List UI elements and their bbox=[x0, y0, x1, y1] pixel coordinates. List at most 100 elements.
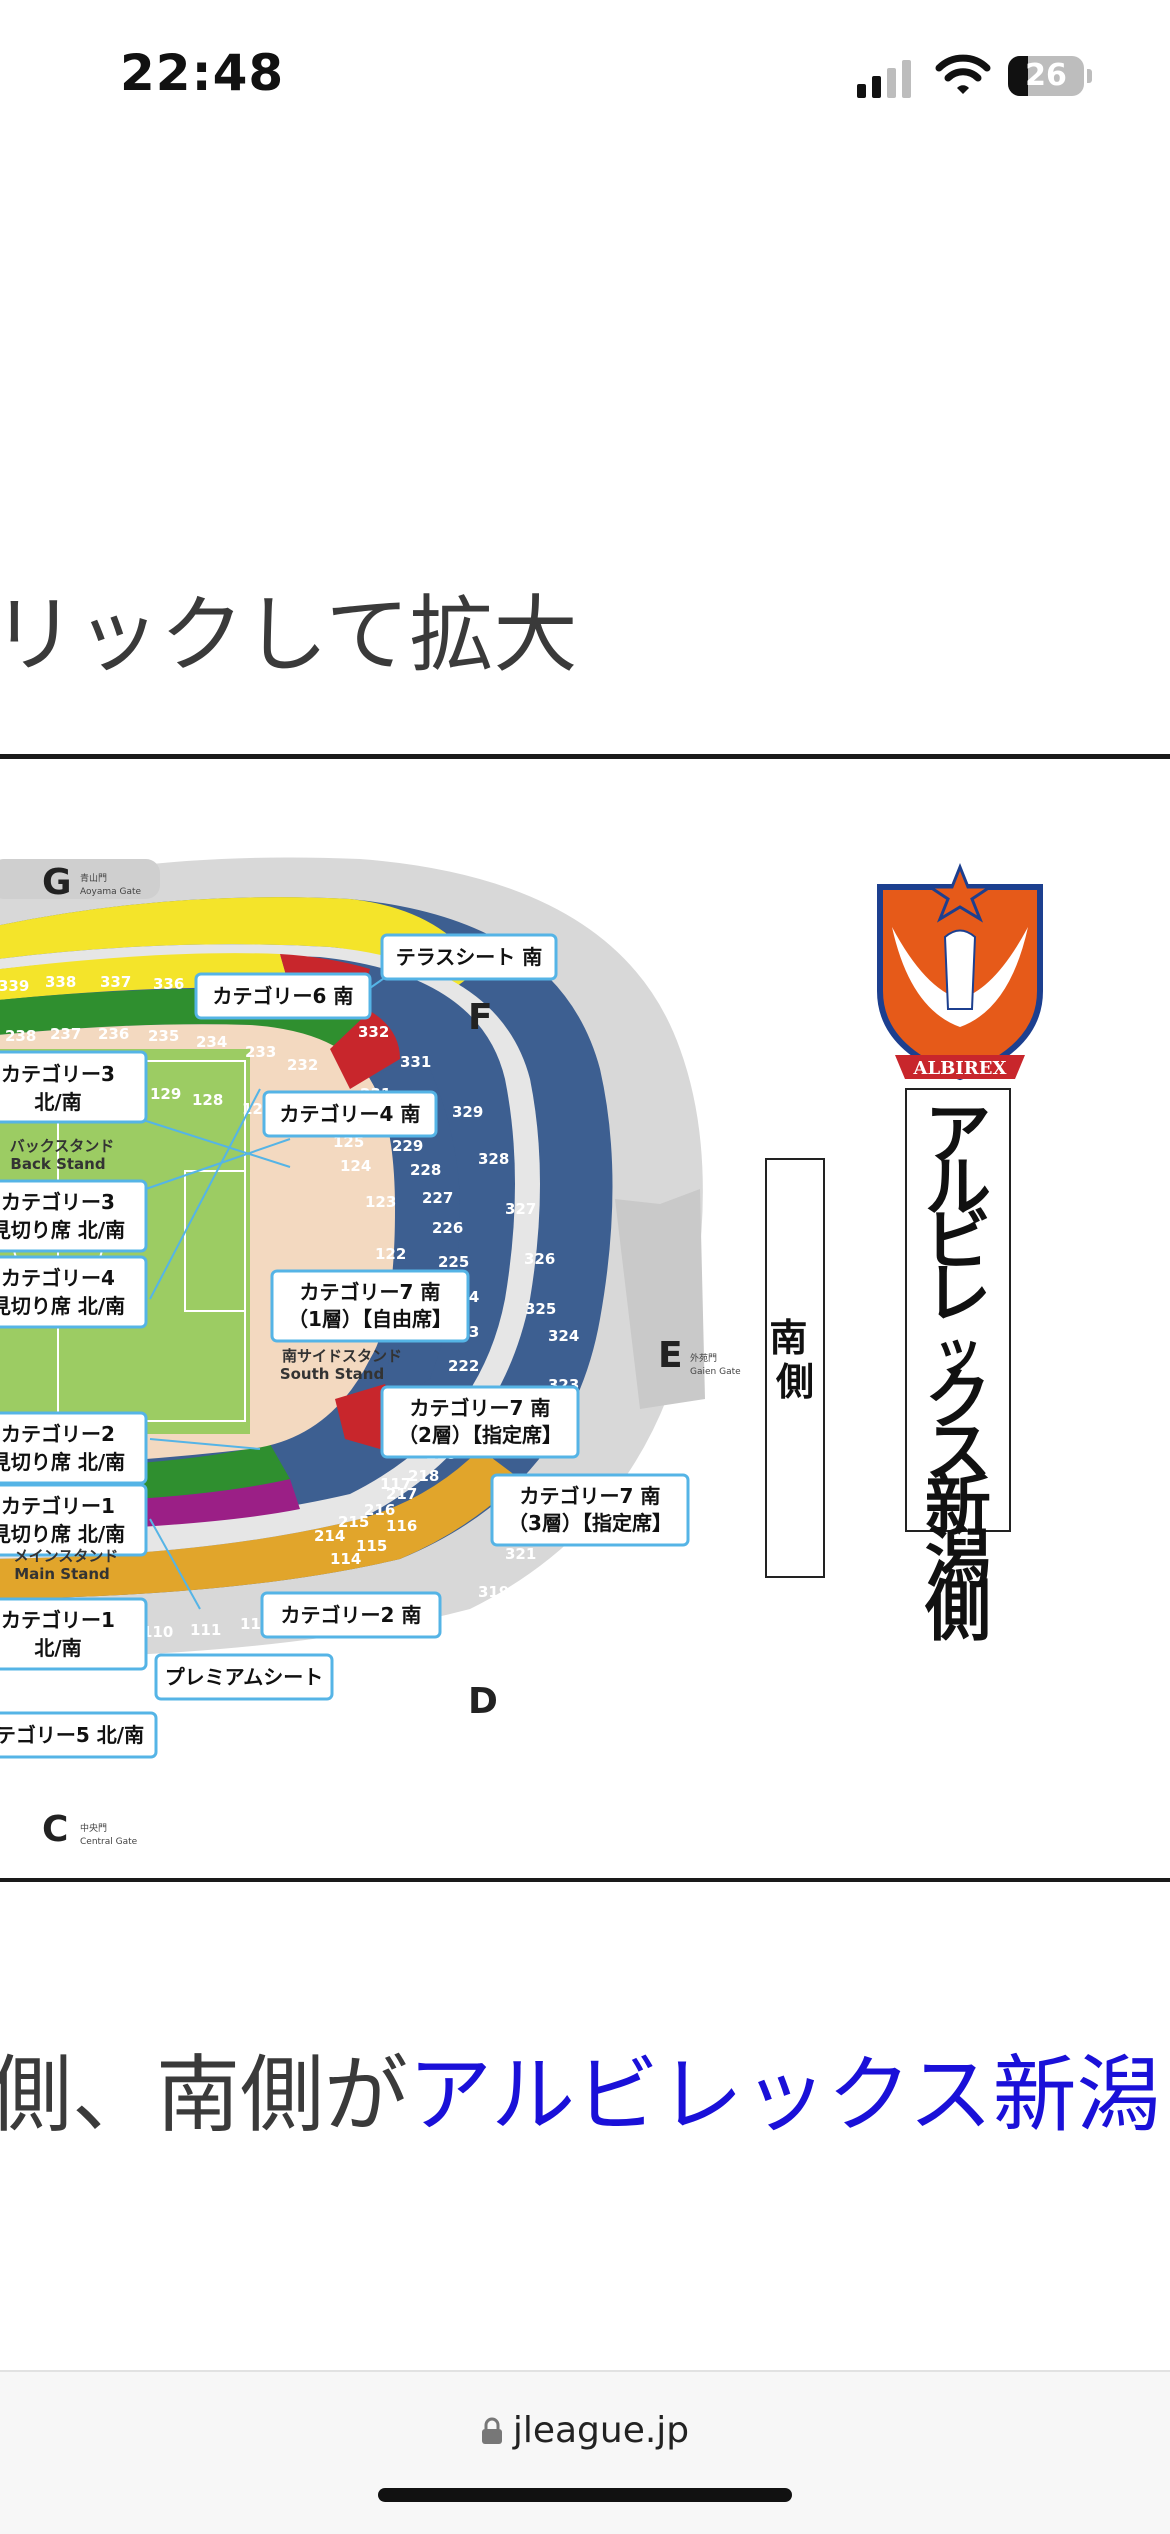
svg-text:カテゴリー2 南: カテゴリー2 南 bbox=[281, 1603, 422, 1627]
section-red-south bbox=[335, 1384, 392, 1449]
label-category-1: カテゴリー1 北/南 bbox=[0, 1597, 148, 1671]
svg-text:238: 238 bbox=[5, 1027, 36, 1045]
article-heading: リックして拡大 bbox=[0, 586, 578, 684]
svg-text:226: 226 bbox=[432, 1219, 463, 1237]
label-back-stand: バックスタンド Back Stand bbox=[10, 1137, 115, 1173]
svg-text:プレミアムシート: プレミアムシート bbox=[165, 1665, 324, 1689]
gate-f: F bbox=[468, 997, 493, 1038]
label-main-stand: メインスタンド Main Stand bbox=[14, 1547, 119, 1583]
svg-text:見切り席 北/南: 見切り席 北/南 bbox=[0, 1450, 125, 1474]
svg-text:カテゴリー2: カテゴリー2 bbox=[1, 1422, 115, 1446]
svg-text:215: 215 bbox=[338, 1513, 369, 1531]
svg-text:カテゴリー1: カテゴリー1 bbox=[1, 1494, 115, 1518]
supporter-side-char: ク bbox=[925, 1361, 991, 1438]
label-category-6: カテゴリー6 南 bbox=[194, 972, 372, 1020]
supporter-team-link[interactable]: アルビレックス新潟 bbox=[408, 2046, 1161, 2144]
svg-text:218: 218 bbox=[408, 1467, 439, 1485]
svg-text:222: 222 bbox=[448, 1357, 479, 1375]
svg-text:319: 319 bbox=[478, 1583, 509, 1601]
stadium-seat-map-svg: 339 338 337 336 238 237 236 235 234 233 … bbox=[0, 857, 1043, 1850]
svg-text:バックスタンド: バックスタンド bbox=[10, 1137, 115, 1155]
svg-text:カテゴリー7 南: カテゴリー7 南 bbox=[410, 1396, 551, 1420]
svg-text:324: 324 bbox=[548, 1327, 579, 1345]
section-cat6-mid bbox=[0, 953, 290, 1000]
battery-icon: 26 bbox=[1008, 56, 1092, 96]
svg-text:312: 312 bbox=[203, 1727, 234, 1745]
supporter-side-char: 潟 bbox=[925, 1520, 991, 1597]
address-bar[interactable]: jleague.jp bbox=[0, 2410, 1170, 2451]
wifi-icon bbox=[935, 54, 991, 94]
label-category-4-obstructed: カテゴリー4 見切り席 北/南 bbox=[0, 1255, 148, 1329]
svg-text:317: 317 bbox=[438, 1640, 469, 1658]
label-category-3: カテゴリー3 北/南 bbox=[0, 1050, 148, 1124]
label-category-2-obstructed: カテゴリー2 見切り席 北/南 bbox=[0, 1411, 148, 1485]
svg-text:カテゴリー7 南: カテゴリー7 南 bbox=[300, 1280, 441, 1304]
label-category-7-tier1: カテゴリー7 南 （1層）【自由席】 bbox=[270, 1269, 470, 1343]
supporter-side-char: 新 bbox=[925, 1467, 991, 1544]
svg-text:228: 228 bbox=[410, 1161, 441, 1179]
supporter-side-banner: アルビレックス新潟側 bbox=[905, 1088, 1011, 1650]
south-side-label-box: 南 側 bbox=[765, 1158, 825, 1578]
label-south-stand: 南サイドスタンド South Stand bbox=[280, 1347, 402, 1383]
supporter-side-char: ル bbox=[925, 1149, 991, 1226]
svg-text:313: 313 bbox=[256, 1717, 287, 1735]
supporter-side-char: ッ bbox=[933, 1323, 983, 1381]
svg-text:110: 110 bbox=[142, 1623, 173, 1641]
svg-text:カテゴリー3: カテゴリー3 bbox=[1, 1062, 115, 1086]
stadium-seat-map[interactable]: 339 338 337 336 238 237 236 235 234 233 … bbox=[0, 759, 1170, 1878]
albirex-crest-logo: ALBIREX bbox=[877, 862, 1043, 1081]
svg-text:338: 338 bbox=[45, 973, 76, 991]
label-category-1-obstructed: カテゴリー1 見切り席 北/南 bbox=[0, 1483, 148, 1557]
svg-text:318: 318 bbox=[452, 1613, 483, 1631]
status-bar: 22:48 26 bbox=[0, 0, 1170, 150]
svg-text:北/南: 北/南 bbox=[34, 1636, 81, 1660]
svg-text:見切り席 北/南: 見切り席 北/南 bbox=[0, 1294, 125, 1318]
svg-text:315: 315 bbox=[357, 1682, 388, 1700]
svg-text:217: 217 bbox=[386, 1485, 417, 1503]
image-top-border bbox=[0, 754, 1170, 759]
svg-text:Gaien Gate: Gaien Gate bbox=[690, 1367, 741, 1377]
label-category-7-tier2: カテゴリー7 南 （2層）【指定席】 bbox=[380, 1385, 580, 1459]
supporter-side-char: ス bbox=[925, 1414, 991, 1491]
svg-text:331: 331 bbox=[400, 1053, 431, 1071]
gate-d: D bbox=[468, 1681, 498, 1722]
svg-text:Aoyama Gate: Aoyama Gate bbox=[80, 887, 142, 897]
label-category-7-tier3: カテゴリー7 南 （3層）【指定席】 bbox=[490, 1473, 690, 1547]
section-cat5-upper bbox=[0, 1449, 520, 1599]
svg-text:314: 314 bbox=[306, 1703, 337, 1721]
svg-text:236: 236 bbox=[98, 1025, 129, 1043]
svg-text:233: 233 bbox=[245, 1043, 276, 1061]
label-premium-seat: プレミアムシート bbox=[154, 1653, 334, 1701]
svg-text:Main Stand: Main Stand bbox=[14, 1565, 110, 1583]
svg-text:235: 235 bbox=[148, 1027, 179, 1045]
battery-level: 26 bbox=[1025, 58, 1067, 93]
battery-tip bbox=[1087, 69, 1092, 83]
gaien-gate-wing bbox=[615, 1189, 705, 1409]
article-caption: 側、南側がアルビレックス新潟 bbox=[0, 2028, 1161, 2149]
svg-text:316: 316 bbox=[400, 1655, 431, 1673]
svg-text:カテゴリー7 南: カテゴリー7 南 bbox=[520, 1484, 661, 1508]
gate-g: G 青山門 Aoyama Gate bbox=[42, 862, 142, 903]
svg-text:中央門: 中央門 bbox=[80, 1822, 107, 1834]
svg-text:123: 123 bbox=[365, 1193, 396, 1211]
svg-text:326: 326 bbox=[524, 1250, 555, 1268]
label-category-2-south: カテゴリー2 南 bbox=[260, 1591, 442, 1639]
label-category-5: カテゴリー5 北/南 bbox=[0, 1711, 158, 1759]
label-terrace-seat: テラスシート 南 bbox=[380, 933, 558, 981]
svg-text:カテゴリー1: カテゴリー1 bbox=[1, 1608, 115, 1632]
svg-text:カテゴリー3: カテゴリー3 bbox=[1, 1190, 115, 1214]
section-numbers: 339 338 337 336 238 237 236 235 234 233 … bbox=[0, 973, 579, 1750]
svg-text:321: 321 bbox=[505, 1545, 536, 1563]
svg-text:115: 115 bbox=[356, 1537, 387, 1555]
supporter-side-char: ビ bbox=[925, 1202, 991, 1279]
svg-text:南サイドスタンド: 南サイドスタンド bbox=[282, 1347, 402, 1365]
lock-icon bbox=[481, 2417, 502, 2444]
svg-text:216: 216 bbox=[364, 1501, 395, 1519]
svg-text:124: 124 bbox=[340, 1157, 371, 1175]
svg-text:見切り席 北/南: 見切り席 北/南 bbox=[0, 1218, 125, 1242]
svg-text:332: 332 bbox=[358, 1023, 389, 1041]
svg-text:Central Gate: Central Gate bbox=[80, 1837, 138, 1847]
home-indicator[interactable] bbox=[378, 2488, 792, 2502]
svg-text:メインスタンド: メインスタンド bbox=[14, 1547, 119, 1565]
svg-text:北/南: 北/南 bbox=[34, 1090, 81, 1114]
